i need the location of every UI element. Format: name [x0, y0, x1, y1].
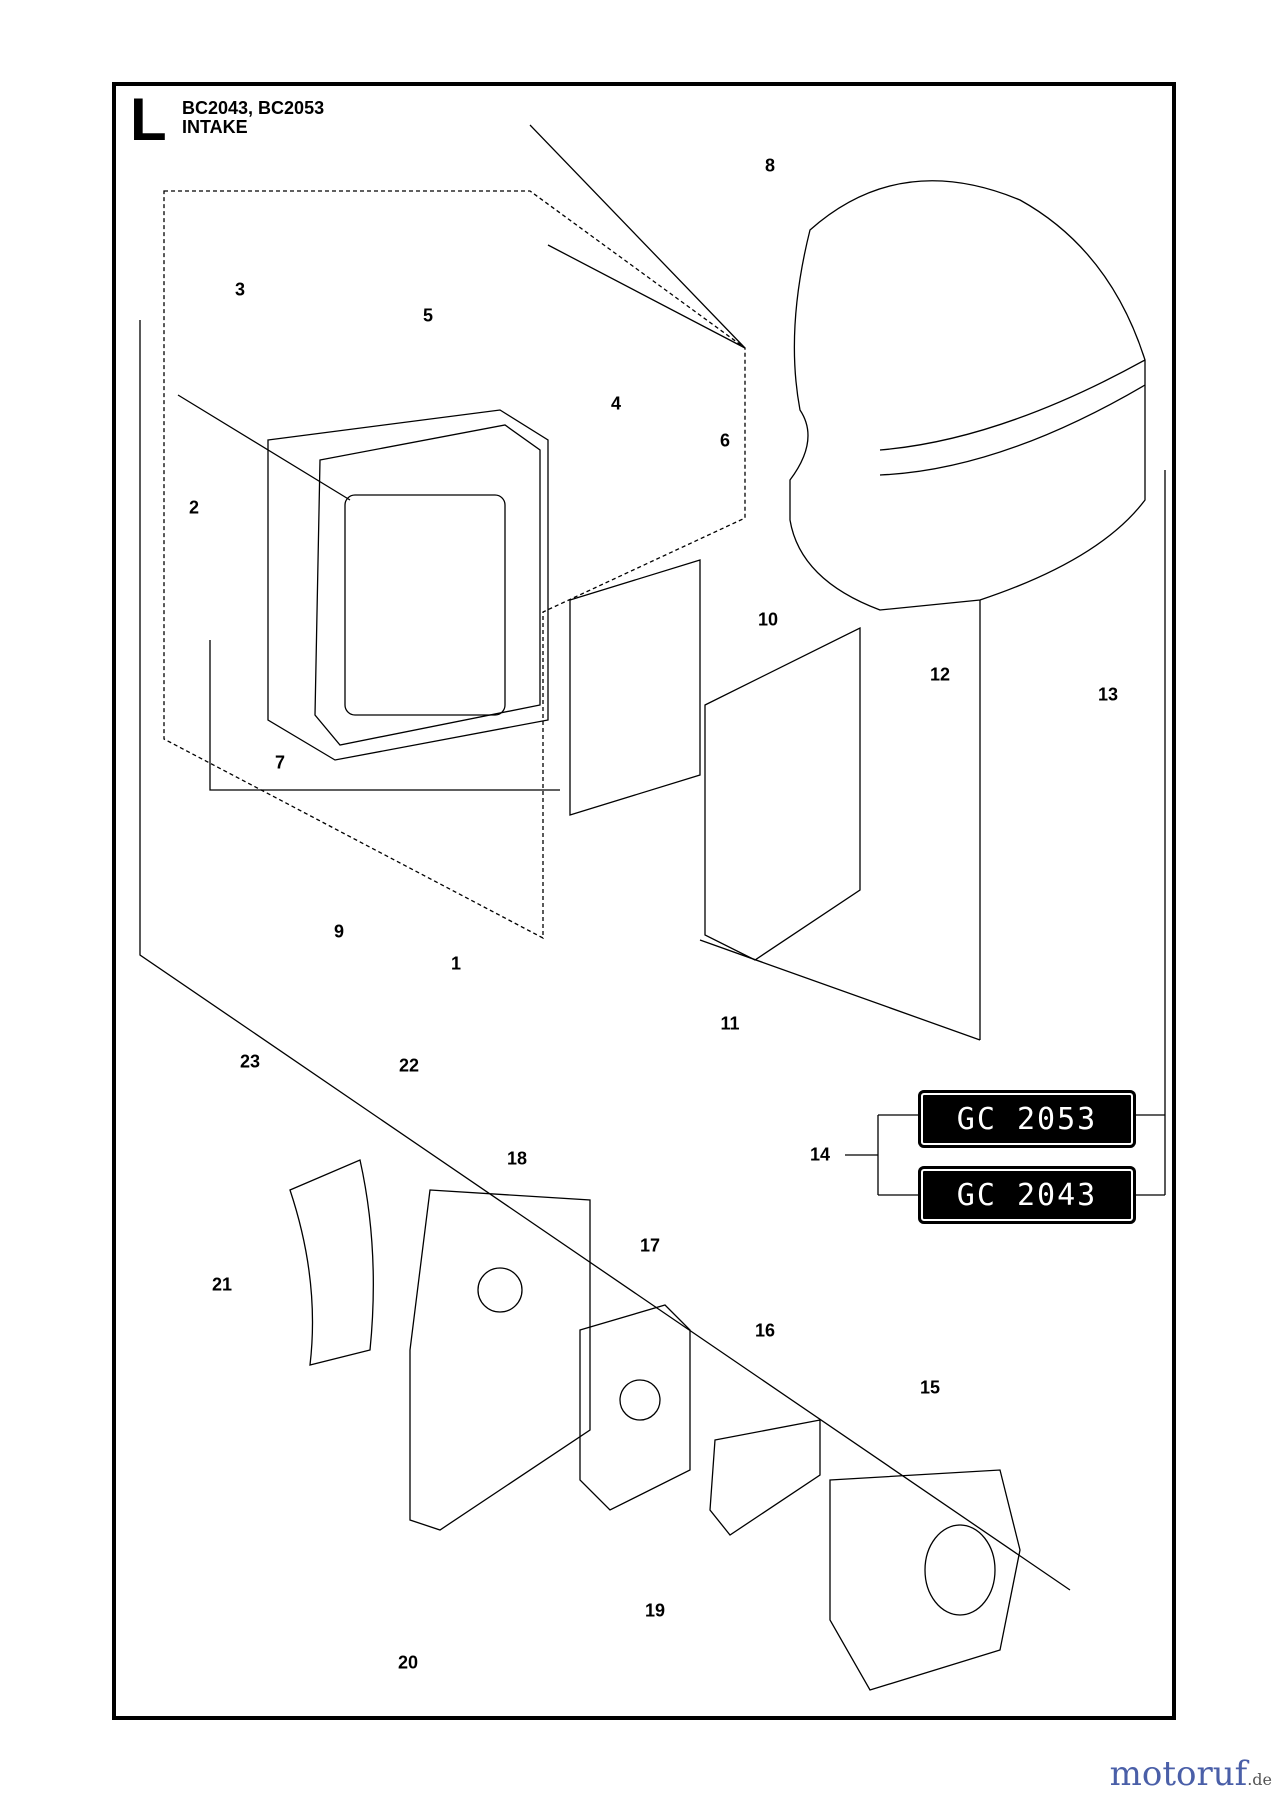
callout-15[interactable]: 15: [919, 1377, 941, 1398]
callout-1[interactable]: 1: [450, 953, 462, 974]
air-filter-housing: [267, 409, 549, 761]
callout-20[interactable]: 20: [397, 1652, 419, 1673]
callout-3[interactable]: 3: [234, 279, 246, 300]
callout-8[interactable]: 8: [764, 155, 776, 176]
section-title: INTAKE: [182, 117, 248, 137]
intake-cover: [789, 180, 1146, 611]
carb-gasket: [709, 1419, 821, 1536]
callout-22[interactable]: 22: [398, 1055, 420, 1076]
callout-13[interactable]: 13: [1097, 684, 1119, 705]
insulator: [579, 1304, 691, 1511]
callout-19[interactable]: 19: [644, 1600, 666, 1621]
callout-11[interactable]: 11: [720, 1013, 740, 1034]
foam-filter: [704, 626, 861, 961]
watermark-brand: motoruf: [1109, 1754, 1248, 1794]
diagram-frame: [112, 82, 1176, 1720]
heat-shield: [289, 1159, 374, 1366]
callout-10[interactable]: 10: [757, 609, 779, 630]
callout-6[interactable]: 6: [719, 430, 731, 451]
decal-gc2043: GC 2043: [918, 1166, 1136, 1224]
carburettor: [829, 1469, 1021, 1691]
callout-5[interactable]: 5: [422, 305, 434, 326]
callout-18[interactable]: 18: [506, 1148, 528, 1169]
watermark-tld: .de: [1247, 1770, 1272, 1789]
decal-bracket: [845, 1114, 918, 1196]
callout-21[interactable]: 21: [211, 1274, 233, 1295]
callout-17[interactable]: 17: [639, 1235, 661, 1256]
callout-12[interactable]: 12: [929, 664, 951, 685]
gasket: [409, 1189, 591, 1531]
callout-16[interactable]: 16: [754, 1320, 776, 1341]
callout-9[interactable]: 9: [333, 921, 345, 942]
callout-2[interactable]: 2: [188, 497, 200, 518]
assembly-outline-dashed: [163, 190, 746, 940]
model-list: BC2043, BC2053: [182, 98, 325, 118]
callout-14[interactable]: 14: [809, 1144, 831, 1165]
callout-23[interactable]: 23: [239, 1051, 261, 1072]
filter-screen: [569, 559, 701, 816]
callout-4[interactable]: 4: [610, 393, 622, 414]
watermark-logo: motoruf.de: [1110, 1754, 1272, 1794]
section-letter: L: [130, 86, 167, 153]
decal-gc2053: GC 2053: [918, 1090, 1136, 1148]
callout-7[interactable]: 7: [274, 752, 286, 773]
